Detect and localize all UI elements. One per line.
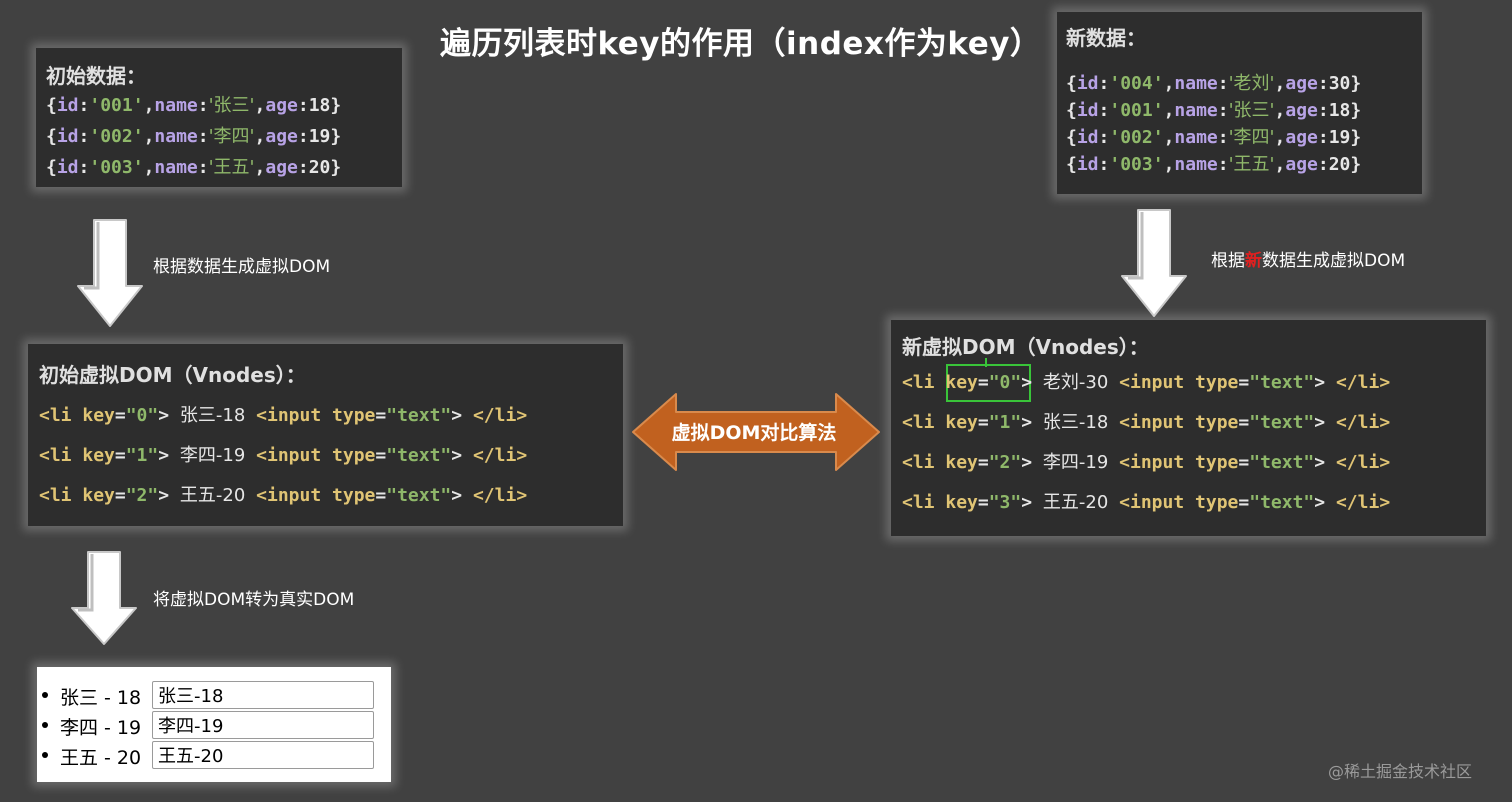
data-row: {id:'001',name:'张三',age:18} <box>46 95 342 116</box>
data-row: {id:'003',name:'王五',age:20} <box>1066 154 1362 175</box>
initial-data-box: 初始数据： {id:'001',name:'张三',age:18} {id:'0… <box>36 48 402 187</box>
vnode-row: <li key="0"> 老刘-30 <input type="text"> <… <box>902 372 1391 393</box>
bullet-icon <box>42 722 48 728</box>
list-item-input[interactable] <box>152 741 374 769</box>
new-vnodes-heading: 新虚拟DOM（Vnodes）： <box>902 335 1149 359</box>
list-item-label: 王五 - 20 <box>60 747 142 769</box>
list-item-input[interactable] <box>152 681 374 709</box>
data-row: {id:'003',name:'王五',age:20} <box>46 157 342 178</box>
down-arrow-icon <box>77 219 143 327</box>
generate-vdom-label: 根据数据生成虚拟DOM <box>153 257 331 277</box>
data-row: {id:'002',name:'李四',age:19} <box>1066 127 1362 148</box>
initial-data-heading: 初始数据： <box>46 64 146 88</box>
real-dom-list: 张三 - 18 李四 - 19 王五 - 20 <box>37 667 391 782</box>
compare-double-arrow-icon <box>632 393 880 471</box>
generate-new-vdom-label: 根据新数据生成虚拟DOM <box>1211 251 1406 271</box>
initial-vnodes-rows: <li key="0"> 张三-18 <input type="text"> <… <box>39 396 527 516</box>
data-row: {id:'004',name:'老刘',age:30} <box>1066 73 1362 94</box>
compare-algorithm-label: 虚拟DOM对比算法 <box>671 422 837 444</box>
new-data-rows: {id:'004',name:'老刘',age:30} {id:'001',na… <box>1066 70 1361 178</box>
new-data-heading: 新数据： <box>1066 26 1146 50</box>
down-arrow-icon <box>71 551 137 645</box>
vnode-row: <li key="0"> 张三-18 <input type="text"> <… <box>39 405 528 426</box>
list-item-input[interactable] <box>152 711 374 739</box>
list-item-label: 张三 - 18 <box>60 687 142 709</box>
new-data-box: 新数据： {id:'004',name:'老刘',age:30} {id:'00… <box>1057 12 1422 194</box>
vnode-row: <li key="2"> 王五-20 <input type="text"> <… <box>39 485 528 506</box>
data-row: {id:'001',name:'张三',age:18} <box>1066 100 1362 121</box>
watermark: @稀土掘金技术社区 <box>1328 762 1473 781</box>
new-vnodes-rows: <li key="0"> 老刘-30 <input type="text"> <… <box>902 363 1390 523</box>
initial-data-rows: {id:'001',name:'张三',age:18} {id:'002',na… <box>46 90 341 183</box>
list-item-label: 李四 - 19 <box>60 717 142 739</box>
vnode-row: <li key="1"> 张三-18 <input type="text"> <… <box>902 412 1391 433</box>
cursor-tick <box>985 358 987 367</box>
new-highlight-mark: 新 <box>1245 251 1262 271</box>
new-vnodes-box: 新虚拟DOM（Vnodes）： <li key="0"> 老刘-30 <inpu… <box>891 320 1486 536</box>
bullet-icon <box>42 752 48 758</box>
bullet-icon <box>42 692 48 698</box>
initial-vnodes-box: 初始虚拟DOM（Vnodes）： <li key="0"> 张三-18 <inp… <box>28 344 623 526</box>
vnode-row: <li key="2"> 李四-19 <input type="text"> <… <box>902 452 1391 473</box>
down-arrow-icon <box>1121 209 1187 317</box>
vnode-row: <li key="1"> 李四-19 <input type="text"> <… <box>39 445 528 466</box>
key-highlight-box <box>946 364 1031 402</box>
vnode-row: <li key="3"> 王五-20 <input type="text"> <… <box>902 492 1391 513</box>
page-title: 遍历列表时key的作用（index作为key） <box>440 26 1042 62</box>
initial-vnodes-heading: 初始虚拟DOM（Vnodes）： <box>39 363 306 387</box>
to-real-dom-label: 将虚拟DOM转为真实DOM <box>153 590 355 610</box>
data-row: {id:'002',name:'李四',age:19} <box>46 126 342 147</box>
